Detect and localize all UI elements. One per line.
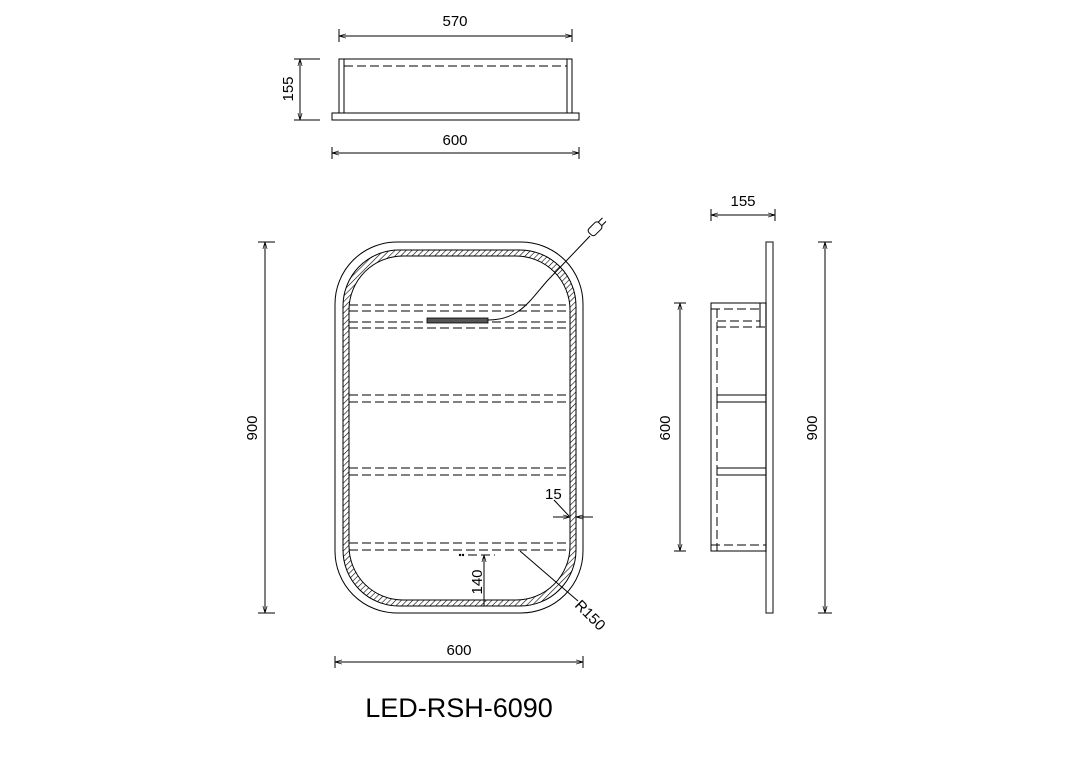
front-width-label: 600 <box>446 642 471 659</box>
frame-thickness-label: 15 <box>545 486 562 503</box>
side-depth-label: 155 <box>730 193 755 210</box>
sensor-offset-label: 140 <box>469 569 486 594</box>
radius-label: R150 <box>571 597 608 634</box>
front-view: 140 15 R150 900 600 <box>244 217 609 668</box>
power-cord <box>487 235 591 321</box>
cabinet-height-label: 600 <box>657 415 674 440</box>
model-title: LED-RSH-6090 <box>365 693 553 723</box>
plug-icon <box>587 217 607 237</box>
led-driver <box>426 317 489 324</box>
top-inner-width-label: 570 <box>442 13 467 30</box>
sensor-dots <box>458 553 465 557</box>
side-view: 155 600 900 <box>657 193 832 614</box>
side-height-label: 900 <box>804 415 821 440</box>
front-height-label: 900 <box>244 415 261 440</box>
top-depth-label: 155 <box>280 76 297 101</box>
top-outer-width-label: 600 <box>442 132 467 149</box>
top-view: 570 155 600 <box>280 13 580 159</box>
